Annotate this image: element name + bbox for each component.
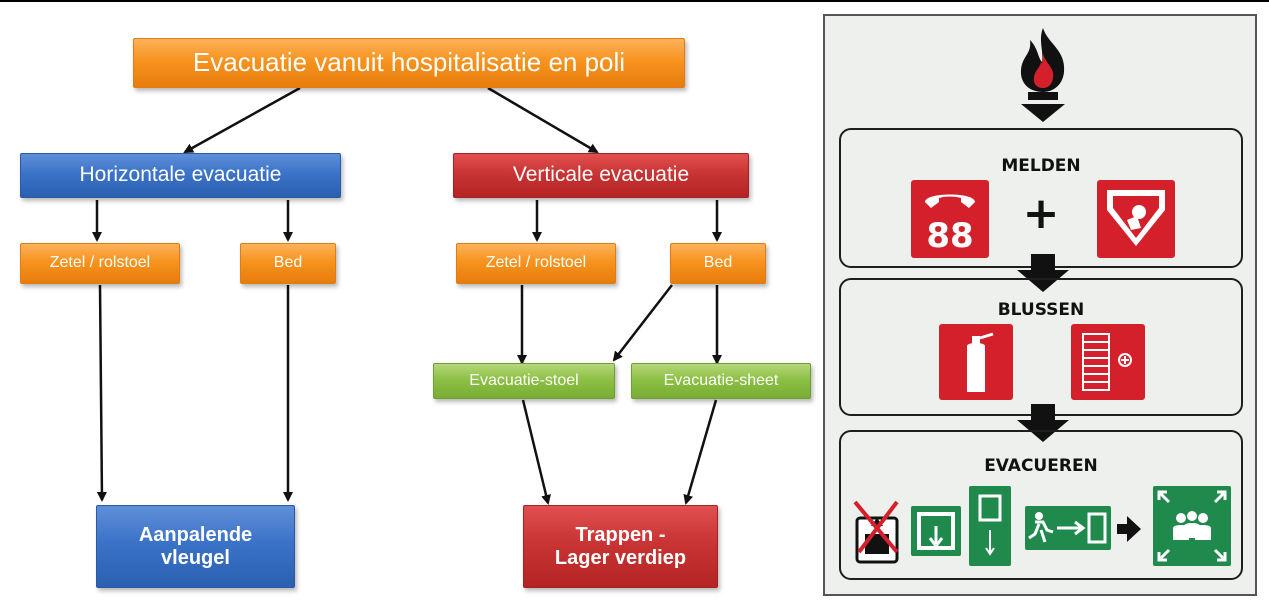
- no-elevator-icon: [853, 500, 899, 564]
- evacuation-flowchart: Evacuatie vanuit hospitalisatie en poli …: [20, 38, 811, 588]
- vertical-evacuation-label: Verticale evacuatie: [512, 163, 690, 187]
- report-section: MELDEN 88 +: [839, 128, 1243, 268]
- fire-extinguisher-icon: [939, 324, 1013, 400]
- arrow-root-to-horizontal: [183, 86, 301, 154]
- running-man-exit-icon: [1025, 506, 1111, 550]
- fire-alarm-button-icon: [1097, 180, 1175, 258]
- emergency-exit-door-icon: [911, 506, 961, 556]
- horizontal-evacuation-node: Horizontale evacuatie: [20, 153, 341, 198]
- evacuate-section: EVACUEREN: [839, 430, 1243, 580]
- adjacent-wing-label-line1: Aanpalende: [138, 523, 253, 546]
- arrow-right-bed-to-evacchair: [612, 284, 673, 362]
- root-node: Evacuatie vanuit hospitalisatie en poli: [133, 38, 685, 88]
- adjacent-wing-node: Aanpalende vleugel: [96, 505, 295, 588]
- fire-procedure-sign: MELDEN 88 + BLUSSEN: [823, 14, 1257, 596]
- horizontal-evacuation-label: Horizontale evacuatie: [79, 163, 282, 187]
- evacuation-sheet-node: Evacuatie-sheet: [631, 363, 811, 399]
- evacuation-chair-node: Evacuatie-stoel: [433, 363, 615, 399]
- left-chair-label: Zetel / rolstoel: [49, 254, 151, 272]
- top-border-line: [0, 0, 1269, 2]
- arrow-root-to-vertical: [487, 86, 599, 154]
- fire-hose-reel-icon: [1071, 324, 1145, 400]
- extinguish-section: BLUSSEN: [839, 278, 1243, 416]
- stairs-lower-floor-node: Trappen - Lager verdiep: [523, 505, 718, 588]
- evacuation-chair-label: Evacuatie-stoel: [469, 371, 579, 389]
- extinguish-section-title: BLUSSEN: [997, 300, 1085, 320]
- assembly-point-icon: [1153, 486, 1231, 566]
- left-bed-node: Bed: [240, 243, 336, 284]
- evacuation-sheet-label: Evacuatie-sheet: [663, 371, 779, 389]
- left-bed-label: Bed: [273, 254, 303, 272]
- stairs-label-line1: Trappen -: [575, 523, 666, 546]
- phone-88-icon: 88: [911, 180, 989, 258]
- plus-sign: +: [1022, 188, 1060, 239]
- report-section-title: MELDEN: [1001, 156, 1081, 176]
- stairs-label-line2: Lager verdiep: [554, 546, 687, 569]
- arrow-down-icon: [1017, 254, 1069, 292]
- fire-icon: [1020, 28, 1065, 122]
- evacuate-section-title: EVACUEREN: [984, 456, 1098, 476]
- arrow-right-icon: [1117, 516, 1141, 542]
- left-chair-node: Zetel / rolstoel: [20, 243, 180, 284]
- right-bed-node: Bed: [670, 243, 766, 284]
- arrow-left-chair-to-target: [96, 284, 107, 502]
- vertical-evacuation-node: Verticale evacuatie: [453, 153, 749, 198]
- right-bed-label: Bed: [703, 254, 733, 272]
- adjacent-wing-label-line2: vleugel: [161, 546, 230, 569]
- arrow-evacchair-to-target: [521, 399, 551, 505]
- right-chair-node: Zetel / rolstoel: [456, 243, 616, 284]
- arrow-evacsheet-to-target: [683, 399, 718, 505]
- phone-number-text: 88: [926, 216, 973, 256]
- exit-corridor-icon: [969, 486, 1011, 566]
- root-label: Evacuatie vanuit hospitalisatie en poli: [192, 47, 626, 78]
- flow-arrows: [92, 86, 722, 505]
- right-chair-label: Zetel / rolstoel: [485, 254, 587, 272]
